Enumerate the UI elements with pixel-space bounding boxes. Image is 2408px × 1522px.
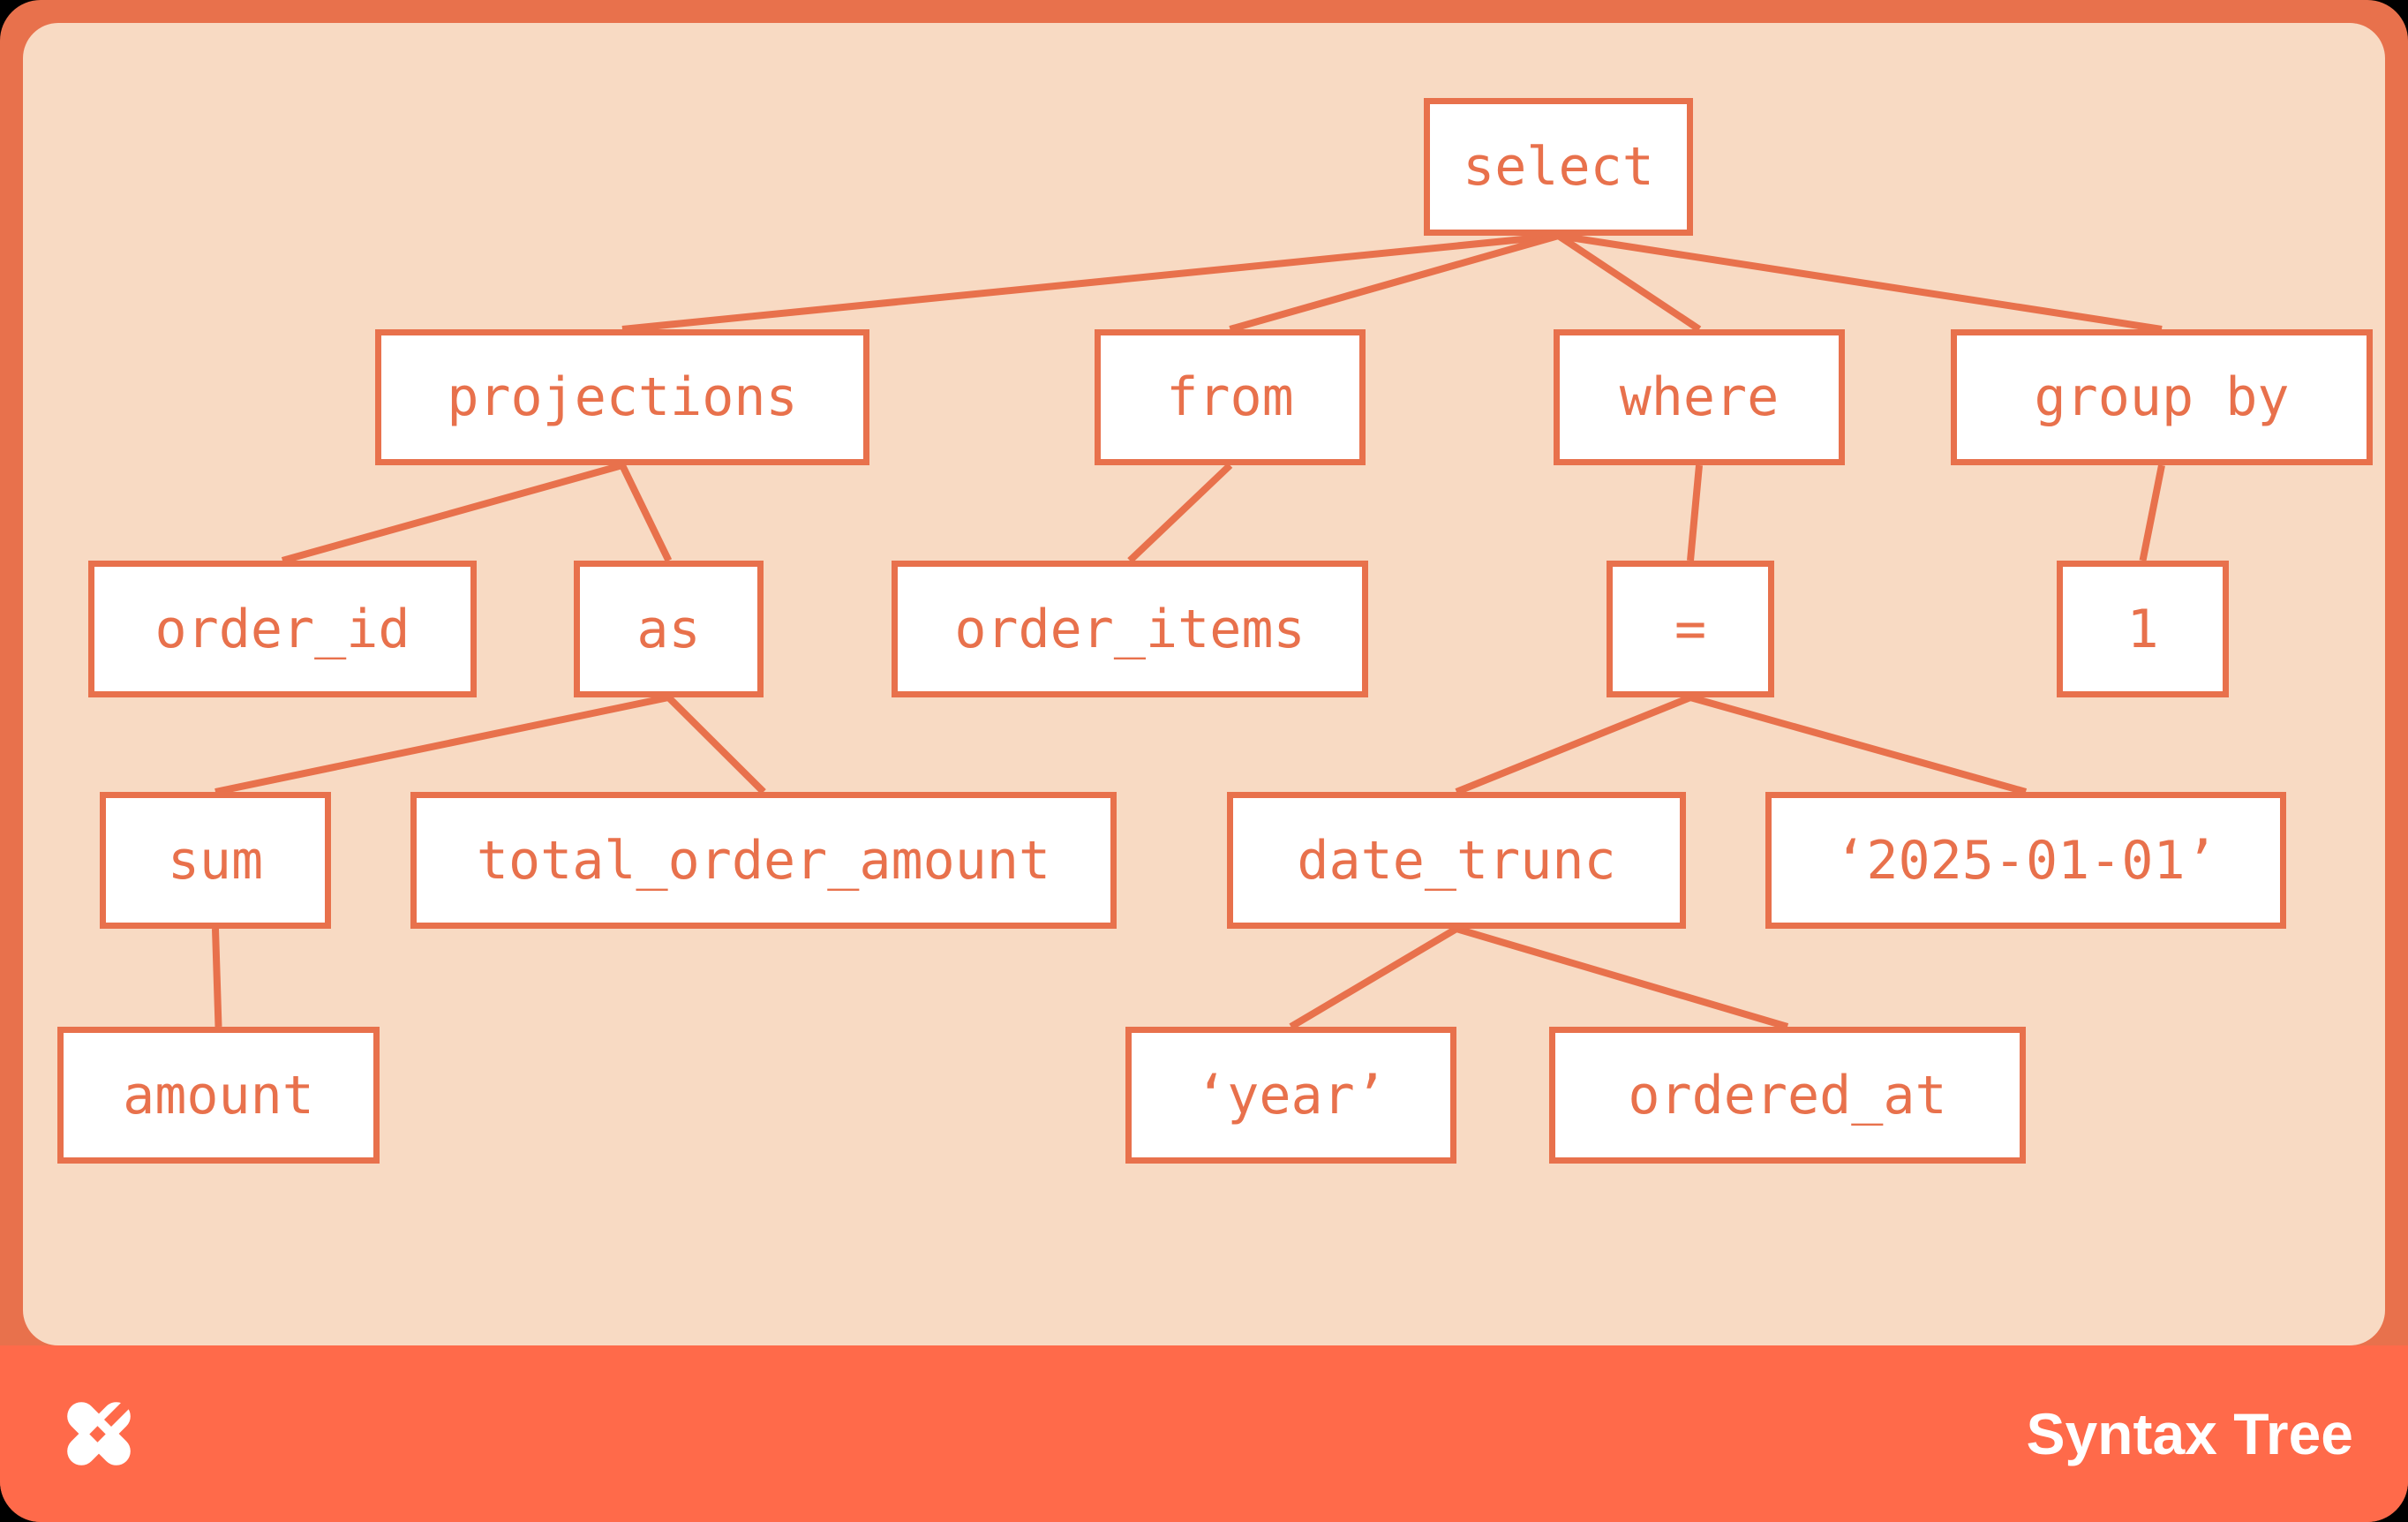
tree-node-equals: = [1607, 561, 1774, 697]
tree-node-date-literal: ‘2025-01-01’ [1765, 792, 2286, 929]
tree-node-one: 1 [2057, 561, 2229, 697]
tree-node-order-id: order_id [88, 561, 477, 697]
dbt-logo-icon [67, 1397, 134, 1465]
tree-node-where: where [1554, 329, 1845, 465]
tree-node-order-items: order_items [892, 561, 1368, 697]
footer-bar: Syntax Tree [0, 1345, 2408, 1522]
tree-node-amount: amount [57, 1027, 380, 1164]
tree-node-ordered-at: ordered_at [1549, 1027, 2026, 1164]
tree-node-from: from [1095, 329, 1366, 465]
tree-node-projections: projections [375, 329, 869, 465]
tree-node-year-literal: ‘year’ [1125, 1027, 1456, 1164]
tree-node-as: as [574, 561, 764, 697]
brand-label: Syntax Tree [2026, 1401, 2353, 1466]
tree-node-date-trunc: date_trunc [1227, 792, 1686, 929]
tree-node-group-by: group by [1951, 329, 2373, 465]
tree-node-sum: sum [100, 792, 331, 929]
tree-node-select: select [1424, 98, 1693, 236]
tree-node-total-order-amount: total_order_amount [410, 792, 1117, 929]
